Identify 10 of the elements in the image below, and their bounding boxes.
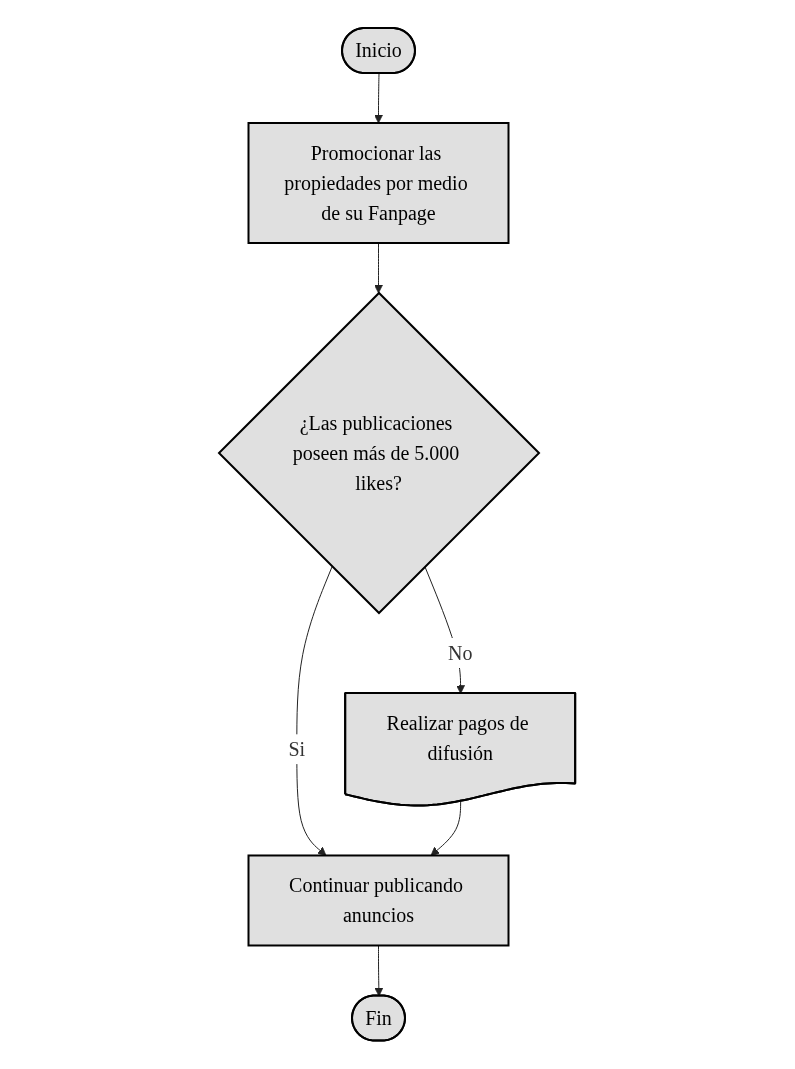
arrow xyxy=(296,566,333,857)
arrow xyxy=(374,73,384,124)
node-box: Promocionar las propiedades por medio de su Fanpage xyxy=(247,122,510,245)
arrow xyxy=(431,801,462,857)
node-diamond: ¿Las publicaciones poseen más de 5.000 likes? xyxy=(218,291,541,615)
edge-label: No xyxy=(448,642,473,665)
arrow xyxy=(374,945,384,997)
arrow xyxy=(374,242,384,294)
edge-label: Si xyxy=(288,738,306,761)
node-box: Continuar publicando anuncios xyxy=(247,854,510,947)
